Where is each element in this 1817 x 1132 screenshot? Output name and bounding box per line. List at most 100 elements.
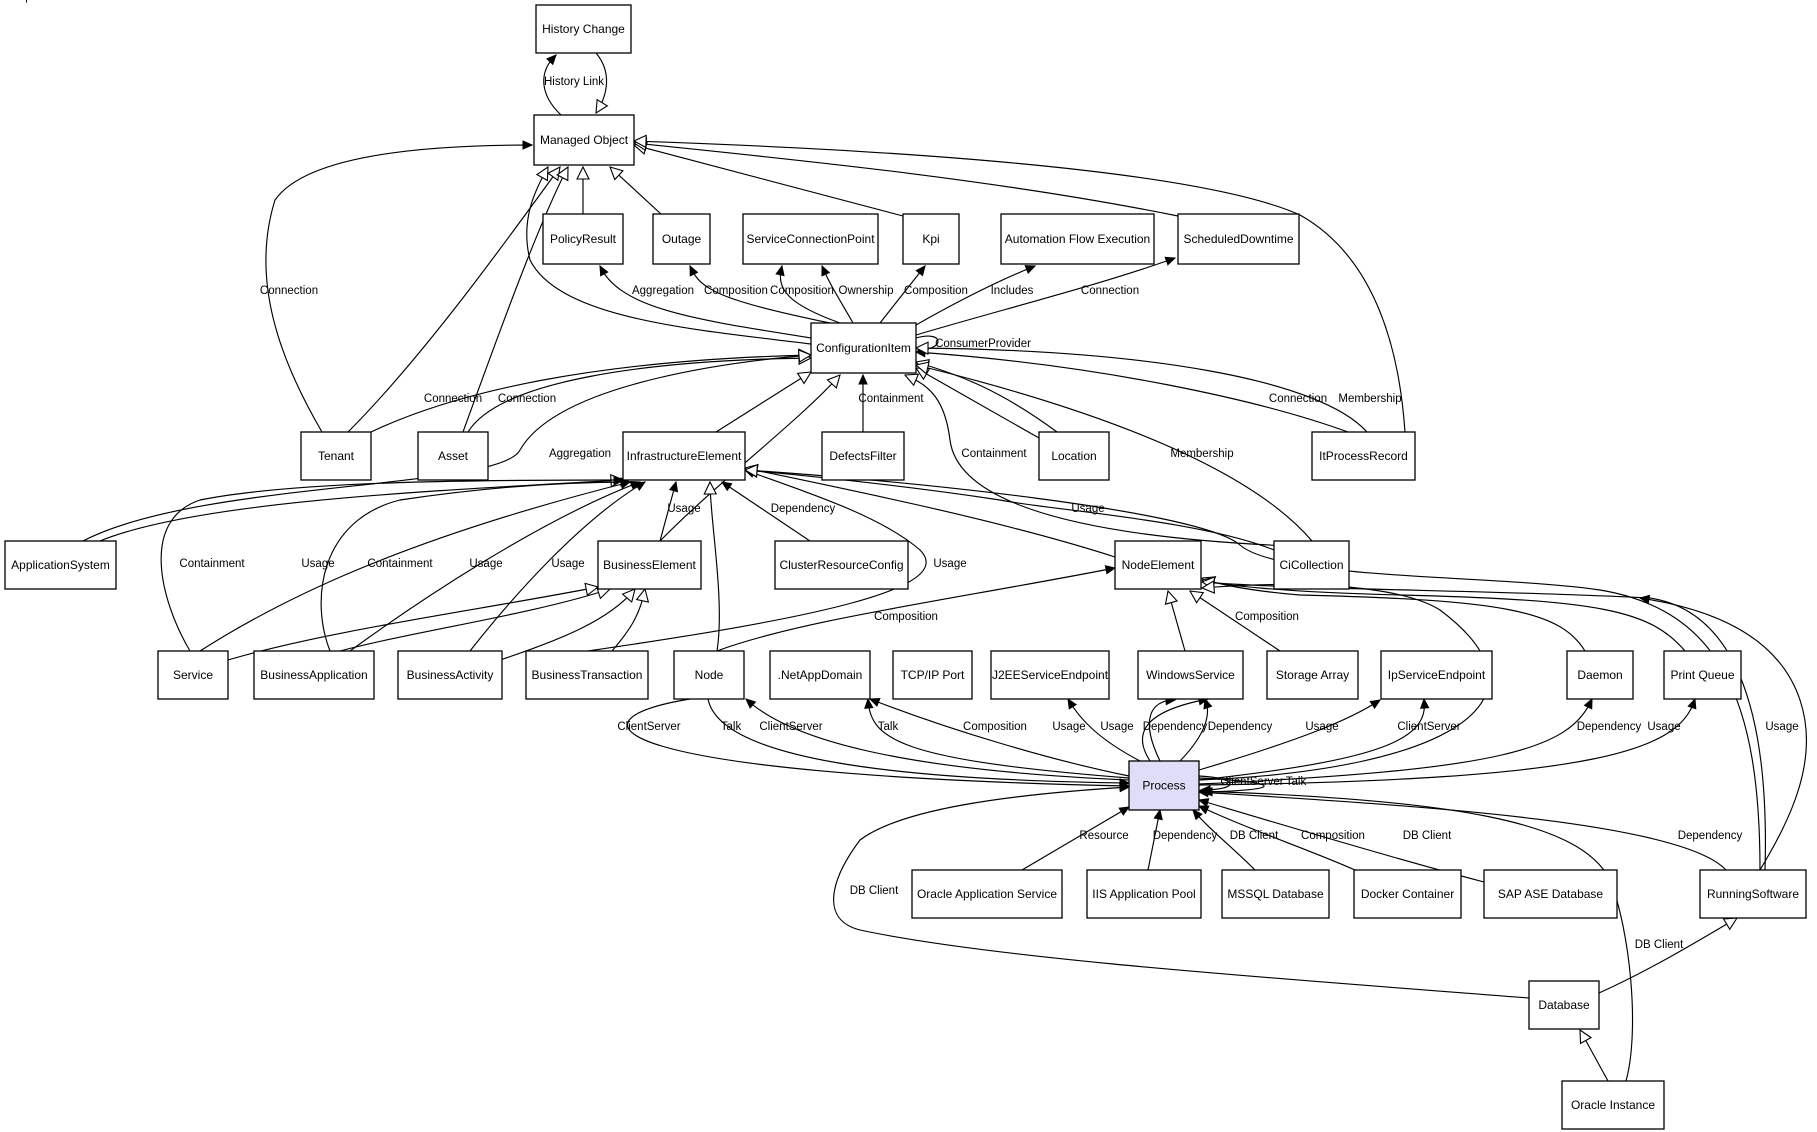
edge-label: Containment	[858, 393, 924, 405]
node-box	[1353, 869, 1462, 919]
edge-label: Membership	[1338, 393, 1401, 405]
association-arrowhead	[1203, 697, 1213, 710]
edge-oracle_application_service-to-process: Resource	[1021, 806, 1131, 871]
node-ip-service-endpoint[interactable]: IpServiceEndpoint	[1380, 650, 1493, 700]
node-cluster-resource-config[interactable]: ClusterResourceConfig	[774, 540, 909, 590]
node-business-element[interactable]: BusinessElement	[597, 540, 702, 590]
node-label: ApplicationSystem	[11, 558, 110, 572]
edge-label: Connection	[498, 393, 556, 405]
edge-line	[716, 567, 1116, 652]
inheritance-arrowhead	[535, 165, 549, 182]
association-arrowhead	[1164, 256, 1177, 266]
node-oracle-instance[interactable]: Oracle Instance	[1561, 1080, 1665, 1130]
edge-line	[462, 166, 569, 433]
edge-line	[879, 265, 926, 324]
node-application-system[interactable]: ApplicationSystem	[4, 540, 117, 590]
node-configuration-item[interactable]: ConfigurationItem	[810, 322, 917, 374]
inheritance-arrowhead	[556, 165, 569, 182]
node-label: Outage	[662, 232, 702, 246]
edge-line	[915, 361, 1058, 433]
edge-process-to-node: Talk	[864, 697, 1130, 779]
node-tcpip-port[interactable]: TCP/IP Port	[892, 650, 973, 700]
node-oracle-application-service[interactable]: Oracle Application Service	[911, 869, 1063, 919]
edge-label: Includes	[991, 285, 1034, 297]
edge-line	[659, 374, 841, 542]
node-box	[300, 431, 372, 481]
node-mssql-database[interactable]: MSSQL Database	[1221, 869, 1330, 919]
node-node[interactable]: Node	[673, 650, 745, 700]
node-automation-flow-execution[interactable]: Automation Flow Execution	[1000, 213, 1155, 265]
node-node-element[interactable]: NodeElement	[1114, 540, 1202, 590]
node-box	[810, 322, 917, 374]
node-infrastructure-element[interactable]: InfrastructureElement	[622, 431, 746, 481]
node-process[interactable]: Process	[1128, 760, 1200, 811]
node-label: MSSQL Database	[1227, 887, 1324, 901]
node-iis-application-pool[interactable]: IIS Application Pool	[1086, 869, 1202, 919]
association-arrowhead	[858, 373, 868, 385]
edge-label: History Link	[544, 76, 604, 88]
edge-asset-to-configuration_item: Connection	[467, 351, 813, 433]
node-business-activity[interactable]: BusinessActivity	[397, 650, 503, 700]
edge-infrastructure_element-to-configuration_item	[715, 371, 813, 433]
node-managed-object[interactable]: Managed Object	[533, 114, 635, 166]
node-it-process-record[interactable]: ItProcessRecord	[1311, 431, 1416, 481]
inheritance-arrowhead	[903, 373, 920, 387]
edge-asset-to-managed_object	[462, 165, 569, 433]
node-print-queue[interactable]: Print Queue	[1663, 650, 1742, 700]
edge-label: DB Client	[1635, 939, 1684, 951]
node-history-change[interactable]: History Change	[535, 4, 632, 54]
node-ci-collection[interactable]: CiCollection	[1273, 540, 1350, 590]
node-box	[1663, 650, 1742, 700]
edge-line	[82, 354, 812, 542]
association-arrowhead	[1197, 786, 1209, 797]
node-label: BusinessElement	[603, 558, 696, 572]
node-tenant[interactable]: Tenant	[300, 431, 372, 481]
node-database[interactable]: Database	[1528, 980, 1600, 1030]
edge-line	[599, 265, 812, 339]
node-box	[1566, 650, 1634, 700]
node-docker-container[interactable]: Docker Container	[1353, 869, 1462, 919]
edge-running_software-to-process: Usage	[1638, 594, 1808, 871]
inheritance-arrowhead	[609, 166, 624, 181]
node-running-software[interactable]: RunningSoftware	[1699, 869, 1807, 919]
node-windows-service[interactable]: WindowsService	[1137, 650, 1244, 700]
node-j2ee-service-endpoint[interactable]: J2EEServiceEndpoint	[990, 650, 1110, 700]
node-defects-filter[interactable]: DefectsFilter	[821, 431, 905, 481]
node-policy-result[interactable]: PolicyResult	[542, 213, 624, 265]
edge-business_application-to-business_element	[339, 586, 612, 652]
node-daemon[interactable]: Daemon	[1566, 650, 1634, 700]
node-label: CiCollection	[1279, 558, 1343, 572]
node-kpi[interactable]: Kpi	[902, 213, 960, 265]
node-box	[622, 431, 746, 481]
node-location[interactable]: Location	[1038, 431, 1110, 481]
edge-line	[833, 786, 1530, 999]
node-label: RunningSoftware	[1707, 887, 1799, 901]
edge-label: Containment	[179, 558, 245, 570]
edge-label: ClientServer	[617, 721, 680, 733]
node-service[interactable]: Service	[157, 650, 229, 700]
node-sap-ase-database[interactable]: SAP ASE Database	[1483, 869, 1618, 919]
node-business-transaction[interactable]: BusinessTransaction	[525, 650, 649, 700]
node-label: Print Queue	[1670, 668, 1734, 682]
node-box	[1177, 213, 1300, 265]
node-outage[interactable]: Outage	[652, 213, 711, 265]
node-service-connection-point[interactable]: ServiceConnectionPoint	[742, 213, 879, 265]
node-box	[1273, 540, 1350, 590]
node-scheduled-downtime[interactable]: ScheduledDowntime	[1177, 213, 1300, 265]
node-business-application[interactable]: BusinessApplication	[253, 650, 375, 700]
edge-node-to-node_element: Composition	[716, 565, 1117, 652]
edge-node-to-infrastructure_element	[703, 480, 720, 652]
edge-label: Dependency	[1208, 721, 1273, 733]
inheritance-arrowhead	[1164, 589, 1179, 605]
node-storage-array[interactable]: Storage Array	[1266, 650, 1359, 700]
node-asset[interactable]: Asset	[417, 431, 489, 481]
association-arrowhead	[915, 265, 926, 277]
edge-iis_application_pool-to-process: Dependency	[1147, 808, 1218, 871]
inheritance-arrowhead	[1188, 590, 1205, 604]
node-label: Service	[173, 668, 213, 682]
node-netapp-domain[interactable]: .NetAppDomain	[769, 650, 871, 700]
edge-label: Aggregation	[632, 285, 694, 297]
node-box	[769, 650, 871, 700]
edge-label: ClientServer	[1397, 721, 1460, 733]
